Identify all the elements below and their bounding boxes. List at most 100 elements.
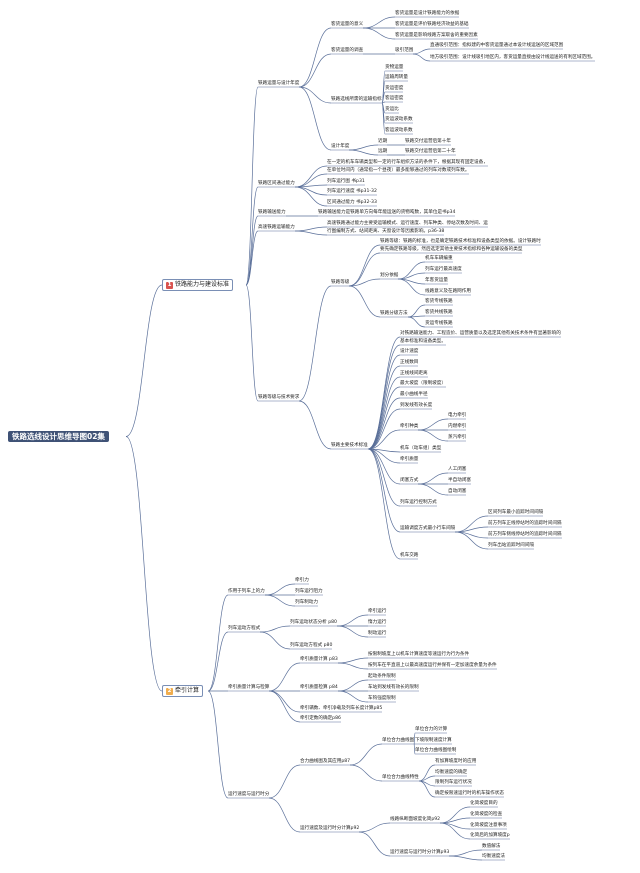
- node-b1e1d2[interactable]: 客货共线铁路: [425, 310, 453, 315]
- node-b2c4[interactable]: 牵引定数的确定p86: [300, 716, 341, 721]
- node-b1a1b[interactable]: 客货运量是评价铁路经济效益的基础: [395, 22, 469, 27]
- node-b1e2l2[interactable]: 半自动闭塞: [448, 478, 471, 483]
- node-b2d1a3[interactable]: 单位合力曲线图绘制: [415, 748, 457, 753]
- node-b1e2g[interactable]: 最小曲线半径: [400, 392, 428, 397]
- node-b1a3g[interactable]: 客运波动系数: [385, 128, 413, 133]
- node-b2c2c[interactable]: 车钩强度限制: [368, 696, 396, 701]
- node-b2d1b1[interactable]: 有加算坡度时的应用: [435, 759, 477, 764]
- node-b2d1b3[interactable]: 限制列车运行状况: [435, 780, 472, 785]
- node-b2c1b[interactable]: 按列车在平直道上以最高速度运行并保有一定加速度余量为条件: [368, 663, 497, 668]
- node-b1a3f[interactable]: 货运波动系数: [385, 117, 413, 122]
- node-b2b2[interactable]: 列车运动方程式 p80: [290, 643, 333, 648]
- node-b1a[interactable]: 铁路运量与设计年度: [258, 81, 300, 86]
- node-b1e2n3[interactable]: 前方列车侧线停站时的追踪时间间隔: [488, 532, 562, 537]
- node-b1a1[interactable]: 客货运量的意义: [331, 22, 364, 27]
- node-b1a4[interactable]: 设计年度: [331, 144, 350, 149]
- node-b2d2b1[interactable]: 数值解法: [482, 844, 501, 849]
- node-b1a3d[interactable]: 客运密度: [385, 96, 404, 101]
- node-b1e1c3[interactable]: 年客货运量: [425, 278, 448, 283]
- node-b1e1c2[interactable]: 列车运行最高速度: [425, 267, 462, 272]
- node-b1e2n[interactable]: 运输调度方式最小行车间隔: [400, 526, 456, 531]
- node-b1a1a[interactable]: 客货运量是设计铁路能力的依据: [395, 11, 460, 16]
- node-b2d[interactable]: 运行速度与运行时分: [228, 792, 270, 797]
- node-b1b5[interactable]: 区间通过能力 书p32-33: [327, 200, 377, 205]
- node-b1c1[interactable]: 铁路输送能力是铁路单方向每年能运送的货物吨数，其单位是书p34: [318, 210, 456, 215]
- node-b1a4a1[interactable]: 铁路交付运营后第十年: [405, 139, 451, 144]
- node-b2b1b[interactable]: 惰力运行: [368, 620, 387, 625]
- node-b2b1[interactable]: 列车运动状态分析 p80: [290, 620, 337, 625]
- node-b1e2i2[interactable]: 内燃牵引: [448, 424, 467, 429]
- node-b2c[interactable]: 牵引质量计算与检算: [228, 685, 270, 690]
- node-b1a4b1[interactable]: 铁路交付运营后第二十年: [405, 149, 456, 154]
- node-b1a3c[interactable]: 货运密度: [385, 86, 404, 91]
- node-b2a[interactable]: 作用于列车上的力: [228, 589, 265, 594]
- node-b2d1a2[interactable]: 下坡限制速度计算: [415, 738, 452, 743]
- node-b1b3[interactable]: 列车运行图 书p31: [327, 179, 365, 184]
- node-b2a3[interactable]: 列车制动力: [295, 600, 318, 605]
- node-b1e[interactable]: 铁路等级与技术要求: [258, 395, 300, 400]
- node-b1b[interactable]: 铁路区间通过能力: [258, 181, 295, 186]
- node-b1c[interactable]: 铁路输送能力: [258, 210, 286, 215]
- node-b2d2a2[interactable]: 化简坡度的检查: [470, 812, 503, 817]
- node-b1e2k[interactable]: 牵引质量: [400, 457, 419, 462]
- node-b1e2i3[interactable]: 蒸汽牵引: [448, 435, 467, 440]
- node-b2d2a3[interactable]: 化简坡度注意事项: [470, 823, 507, 828]
- node-b2c2b[interactable]: 车站到发线有效长的限制: [368, 685, 419, 690]
- node-b2b1c[interactable]: 制动运行: [368, 631, 387, 636]
- node-b1e1[interactable]: 铁路等级: [331, 280, 350, 285]
- node-b1e2h[interactable]: 到发线有效长度: [400, 403, 433, 408]
- node-b1e2[interactable]: 铁路主要技术标准: [331, 443, 368, 448]
- node-b1e2d[interactable]: 正线数目: [400, 360, 419, 365]
- node-b2d2b[interactable]: 运行速度与运行时分计算p93: [390, 850, 450, 855]
- root-node[interactable]: 铁路选线设计思维导图02集: [8, 431, 109, 442]
- node-b1e2m[interactable]: 列车运行控制方式: [400, 500, 437, 505]
- node-b2d1[interactable]: 合力曲线图及其应用p87: [300, 759, 351, 764]
- node-b1e2a[interactable]: 对铁路输送能力、工程造价、运营质量以及选定其他有关技术条件有显著影响的: [400, 331, 561, 336]
- node-b1d2[interactable]: 行图编制方式、站间距离、天窗设计等因素影响。p36-38: [327, 229, 445, 234]
- node-b1b2[interactable]: 在单位时间内（通常指一个昼夜）最多能够通过的列车对数或列车数。: [327, 168, 470, 173]
- node-b1e2c[interactable]: 设计速度: [400, 349, 419, 354]
- node-b1e2b[interactable]: 基本标准和设备类型。: [400, 339, 446, 344]
- node-b2b1a[interactable]: 牵引运行: [368, 609, 387, 614]
- node-b1e1d[interactable]: 铁路分级方法: [380, 311, 408, 316]
- node-b1e2l[interactable]: 闭塞方式: [400, 478, 419, 483]
- node-b1e1c[interactable]: 划分依据: [380, 273, 399, 278]
- node-b2d2a1[interactable]: 化简坡度目的: [470, 801, 498, 806]
- node-b1e2l1[interactable]: 人工闭塞: [448, 467, 467, 472]
- node-b2c1a[interactable]: 按限制坡度上以机车计算速度等速运行为行为条件: [368, 652, 470, 657]
- node-b2d1a1[interactable]: 单位合力的计算: [415, 727, 448, 732]
- node-b1e2i[interactable]: 牵引种类: [400, 424, 419, 429]
- node-b1e1c1[interactable]: 机车车辆编重: [425, 256, 453, 261]
- node-b1a2[interactable]: 客货运量的调查: [331, 48, 364, 53]
- node-b1b4[interactable]: 列车运行速度 书p31-32: [327, 189, 377, 194]
- node-b2b[interactable]: 列车运动方程式: [228, 626, 261, 631]
- node-b1a3e[interactable]: 货运比: [385, 107, 399, 112]
- node-b2d1b[interactable]: 单位合力曲线特性: [382, 775, 419, 780]
- node-b2c1[interactable]: 牵引质量计算 p83: [300, 657, 338, 662]
- node-b2c3[interactable]: 牵引辆数、牵引净载及列车长度计算p85: [300, 706, 383, 711]
- node-b1e2n1[interactable]: 区间列车最小追踪时间间隔: [488, 510, 544, 515]
- node-b2d1a[interactable]: 单位合力曲线图: [382, 738, 415, 743]
- node-b1a3a[interactable]: 货物运量: [385, 65, 404, 70]
- node-b1d1[interactable]: 高速铁路通过能力主要受运输模式、运行速度、列车种类、停站次数及时间、运: [327, 221, 488, 226]
- node-b1e2e[interactable]: 正线线间距离: [400, 371, 428, 376]
- node-b1a2a1[interactable]: 直通吸引范围：指拟建的中客货运量通过本设计线运送的区域范围: [430, 43, 564, 48]
- node-b2d2a[interactable]: 线路纵断面坡度化简p92: [390, 817, 441, 822]
- node-b1e1d3[interactable]: 货运专线铁路: [425, 321, 453, 326]
- node-b1a3[interactable]: 铁路选线所需的运输指标: [331, 97, 382, 102]
- node-b1a2a[interactable]: 吸引范围: [395, 48, 414, 53]
- node-b2c2a[interactable]: 起动条件限制: [368, 674, 396, 679]
- node-b1e2n4[interactable]: 列车出站追踪时间间隔: [488, 543, 534, 548]
- node-b1a4a[interactable]: 近期: [378, 139, 388, 144]
- node-b1e2n2[interactable]: 前方列车正线停站时的追踪时间间隔: [488, 521, 562, 526]
- node-b1a3b[interactable]: 运输周转量: [385, 75, 408, 80]
- node-b1a4b[interactable]: 远期: [378, 149, 388, 154]
- node-b2d2[interactable]: 运行速度及运行时分计算p92: [300, 826, 360, 831]
- node-b1e1c4[interactable]: 线路意义及在路网作用: [425, 289, 471, 294]
- node-b1e1a[interactable]: 铁路等级：铁路的标准，也是确定铁路技术标准和设备类型的依据。设计铁路时: [380, 239, 541, 244]
- node-b1a2a2[interactable]: 地方吸引范围：设计线吸引地区内，客货运量直接由设计线运送的有利区域范围。: [430, 55, 596, 60]
- node-b1d[interactable]: 高速铁路运输能力: [258, 225, 295, 230]
- node-b2d1b2[interactable]: 均衡速度的确定: [435, 770, 468, 775]
